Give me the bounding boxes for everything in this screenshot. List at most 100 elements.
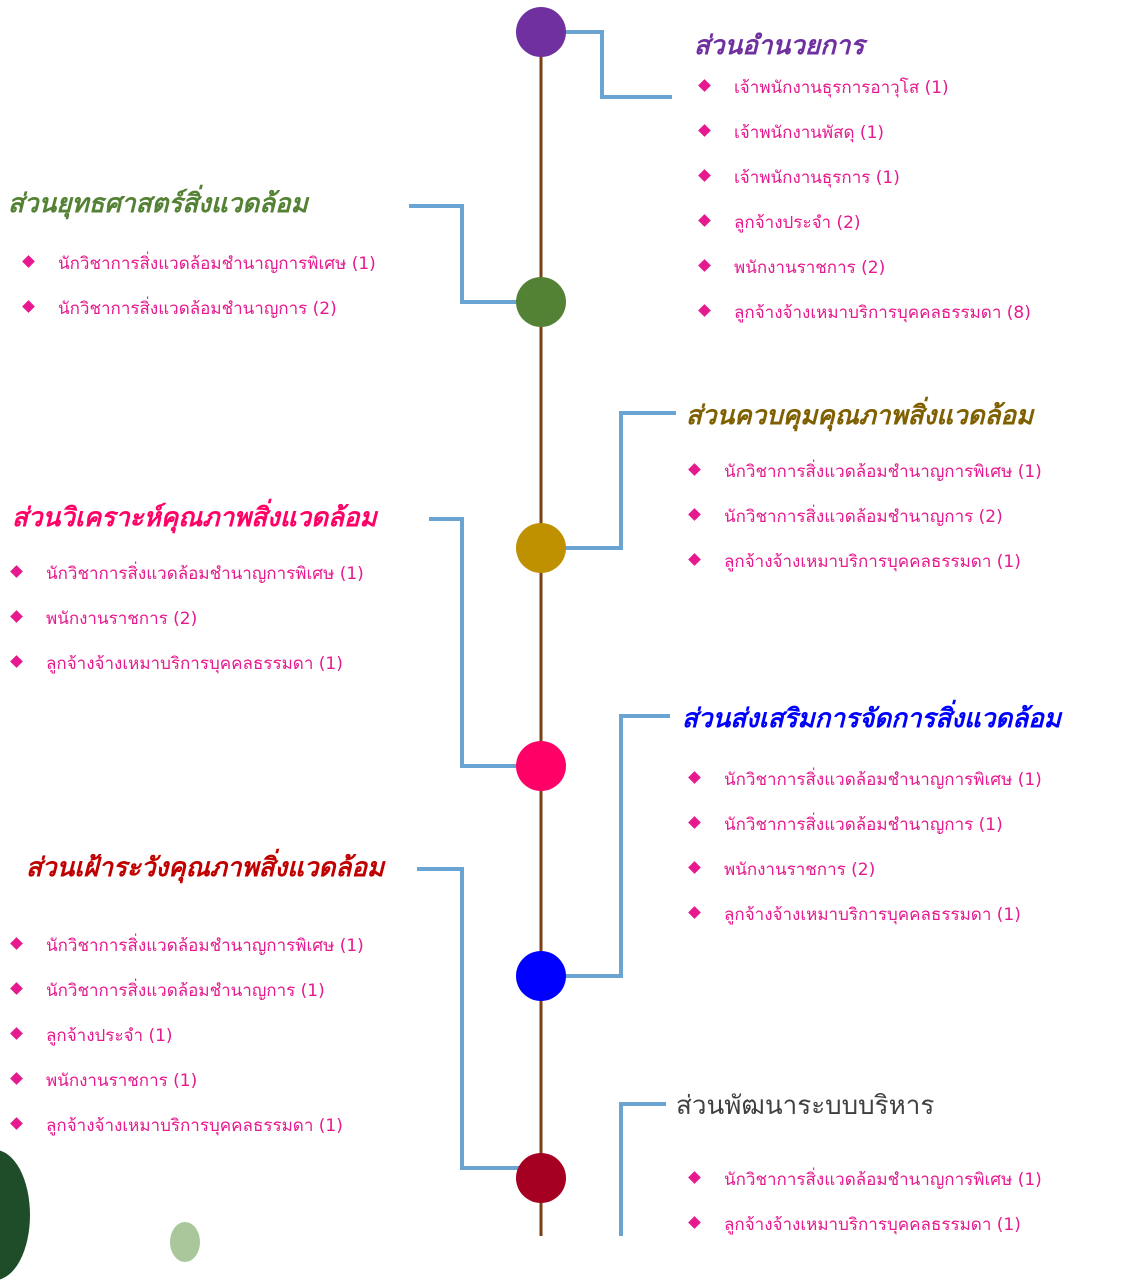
diamond-bullet-icon	[10, 982, 23, 995]
node-4	[516, 951, 566, 1001]
decorative-leaf-small	[170, 1222, 200, 1262]
list-item: นักวิชาการสิ่งแวดล้อมชำนาญการพิเศษ (1)	[22, 251, 376, 296]
diamond-bullet-icon	[688, 816, 701, 829]
item-text: พนักงานราชการ (2)	[46, 609, 198, 629]
list-item: นักวิชาการสิ่งแวดล้อมชำนาญการ (1)	[10, 978, 364, 1023]
diamond-bullet-icon	[22, 300, 35, 313]
section-title-management-development: ส่วนพัฒนาระบบบริหาร	[676, 1091, 935, 1121]
list-item: นักวิชาการสิ่งแวดล้อมชำนาญการ (2)	[22, 296, 376, 341]
list-item: นักวิชาการสิ่งแวดล้อมชำนาญการพิเศษ (1)	[10, 933, 364, 978]
diamond-bullet-icon	[688, 906, 701, 919]
list-item: ลูกจ้างจ้างเหมาบริการบุคคลธรรมดา (1)	[688, 902, 1042, 947]
list-item: พนักงานราชการ (2)	[698, 255, 1031, 300]
connector-5	[417, 867, 541, 1170]
list-item: นักวิชาการสิ่งแวดล้อมชำนาญการพิเศษ (1)	[688, 1167, 1042, 1212]
list-item: นักวิชาการสิ่งแวดล้อมชำนาญการพิเศษ (1)	[688, 459, 1042, 504]
connector-6	[619, 1102, 666, 1236]
connector-1	[409, 204, 541, 304]
list-item: ลูกจ้างประจำ (2)	[698, 210, 1031, 255]
diamond-bullet-icon	[688, 771, 701, 784]
list-item: ลูกจ้างประจำ (1)	[10, 1023, 364, 1068]
section-title-admin: ส่วนอำนวยการ	[694, 31, 865, 61]
diamond-bullet-icon	[10, 1072, 23, 1085]
node-5	[516, 1153, 566, 1203]
item-text: พนักงานราชการ (2)	[724, 860, 876, 880]
org-chart: ส่วนอำนวยการ เจ้าพนักงานธุรการอาวุโส (1)…	[0, 7, 1061, 1280]
item-list-analysis: นักวิชาการสิ่งแวดล้อมชำนาญการพิเศษ (1) พ…	[10, 561, 364, 696]
section-title-strategy: ส่วนยุทธศาสตร์สิ่งแวดล้อม	[8, 189, 308, 219]
item-text: ลูกจ้างจ้างเหมาบริการบุคคลธรรมดา (1)	[724, 552, 1021, 572]
list-item: พนักงานราชการ (1)	[10, 1068, 364, 1113]
item-text: ลูกจ้างจ้างเหมาบริการบุคคลธรรมดา (1)	[46, 654, 343, 674]
item-text: ลูกจ้างประจำ (1)	[46, 1026, 173, 1046]
timeline-diagram	[409, 7, 676, 1236]
list-item: ลูกจ้างจ้างเหมาบริการบุคคลธรรมดา (1)	[688, 549, 1042, 594]
item-text: นักวิชาการสิ่งแวดล้อมชำนาญการพิเศษ (1)	[724, 462, 1042, 482]
item-text: เจ้าพนักงานพัสดุ (1)	[734, 123, 885, 143]
diamond-bullet-icon	[22, 255, 35, 268]
diamond-bullet-icon	[688, 861, 701, 874]
diamond-bullet-icon	[688, 553, 701, 566]
item-text: ลูกจ้างจ้างเหมาบริการบุคคลธรรมดา (1)	[724, 905, 1021, 925]
diamond-bullet-icon	[688, 463, 701, 476]
diamond-bullet-icon	[10, 655, 23, 668]
section-title-promotion: ส่วนส่งเสริมการจัดการสิ่งแวดล้อม	[682, 704, 1061, 734]
item-list-strategy: นักวิชาการสิ่งแวดล้อมชำนาญการพิเศษ (1) น…	[22, 251, 376, 341]
diamond-bullet-icon	[688, 508, 701, 521]
diamond-bullet-icon	[698, 304, 711, 317]
diamond-bullet-icon	[698, 214, 711, 227]
list-item: ลูกจ้างจ้างเหมาบริการบุคคลธรรมดา (1)	[10, 651, 364, 696]
node-0	[516, 7, 566, 57]
diamond-bullet-icon	[10, 937, 23, 950]
list-item: นักวิชาการสิ่งแวดล้อมชำนาญการ (1)	[688, 812, 1042, 857]
list-item: ลูกจ้างจ้างเหมาบริการบุคคลธรรมดา (8)	[698, 300, 1031, 345]
diamond-bullet-icon	[10, 1117, 23, 1130]
list-item: พนักงานราชการ (2)	[10, 606, 364, 651]
diamond-bullet-icon	[698, 259, 711, 272]
item-text: นักวิชาการสิ่งแวดล้อมชำนาญการพิเศษ (1)	[46, 936, 364, 956]
connector-3	[429, 517, 541, 768]
diamond-bullet-icon	[698, 169, 711, 182]
item-list-promotion: นักวิชาการสิ่งแวดล้อมชำนาญการพิเศษ (1) น…	[688, 767, 1042, 947]
section-title-monitoring: ส่วนเฝ้าระวังคุณภาพสิ่งแวดล้อม	[26, 853, 385, 883]
item-list-management-development: นักวิชาการสิ่งแวดล้อมชำนาญการพิเศษ (1) ล…	[688, 1167, 1042, 1257]
node-1	[516, 277, 566, 327]
diamond-bullet-icon	[698, 79, 711, 92]
item-text: เจ้าพนักงานธุรการ (1)	[734, 168, 900, 188]
diamond-bullet-icon	[688, 1171, 701, 1184]
item-text: นักวิชาการสิ่งแวดล้อมชำนาญการพิเศษ (1)	[58, 254, 376, 274]
item-text: พนักงานราชการ (2)	[734, 258, 886, 278]
item-text: ลูกจ้างประจำ (2)	[734, 213, 861, 233]
item-text: นักวิชาการสิ่งแวดล้อมชำนาญการ (2)	[724, 507, 1003, 527]
list-item: นักวิชาการสิ่งแวดล้อมชำนาญการพิเศษ (1)	[10, 561, 364, 606]
item-text: นักวิชาการสิ่งแวดล้อมชำนาญการพิเศษ (1)	[724, 1170, 1042, 1190]
item-text: นักวิชาการสิ่งแวดล้อมชำนาญการพิเศษ (1)	[46, 564, 364, 584]
list-item: นักวิชาการสิ่งแวดล้อมชำนาญการพิเศษ (1)	[688, 767, 1042, 812]
list-item: เจ้าพนักงานธุรการ (1)	[698, 165, 1031, 210]
diamond-bullet-icon	[698, 124, 711, 137]
diamond-bullet-icon	[10, 610, 23, 623]
item-text: นักวิชาการสิ่งแวดล้อมชำนาญการ (2)	[58, 299, 337, 319]
item-text: ลูกจ้างจ้างเหมาบริการบุคคลธรรมดา (1)	[46, 1116, 343, 1136]
section-title-quality-control: ส่วนควบคุมคุณภาพสิ่งแวดล้อม	[686, 401, 1034, 431]
list-item: เจ้าพนักงานธุรการอาวุโส (1)	[698, 75, 1031, 120]
connector-0	[541, 30, 672, 99]
node-2	[516, 523, 566, 573]
list-item: นักวิชาการสิ่งแวดล้อมชำนาญการ (2)	[688, 504, 1042, 549]
list-item: พนักงานราชการ (2)	[688, 857, 1042, 902]
item-text: พนักงานราชการ (1)	[46, 1071, 198, 1091]
diamond-bullet-icon	[10, 565, 23, 578]
item-text: นักวิชาการสิ่งแวดล้อมชำนาญการพิเศษ (1)	[724, 770, 1042, 790]
list-item: ลูกจ้างจ้างเหมาบริการบุคคลธรรมดา (1)	[10, 1113, 364, 1158]
connector-4	[541, 714, 670, 978]
item-text: ลูกจ้างจ้างเหมาบริการบุคคลธรรมดา (1)	[724, 1215, 1021, 1235]
list-item: เจ้าพนักงานพัสดุ (1)	[698, 120, 1031, 165]
item-text: นักวิชาการสิ่งแวดล้อมชำนาญการ (1)	[46, 981, 325, 1001]
list-item: ลูกจ้างจ้างเหมาบริการบุคคลธรรมดา (1)	[688, 1212, 1042, 1257]
node-3	[516, 741, 566, 791]
item-list-admin: เจ้าพนักงานธุรการอาวุโส (1) เจ้าพนักงานพ…	[698, 75, 1031, 345]
item-text: นักวิชาการสิ่งแวดล้อมชำนาญการ (1)	[724, 815, 1003, 835]
item-text: ลูกจ้างจ้างเหมาบริการบุคคลธรรมดา (8)	[734, 303, 1031, 323]
diamond-bullet-icon	[688, 1216, 701, 1229]
item-text: เจ้าพนักงานธุรการอาวุโส (1)	[734, 78, 949, 98]
